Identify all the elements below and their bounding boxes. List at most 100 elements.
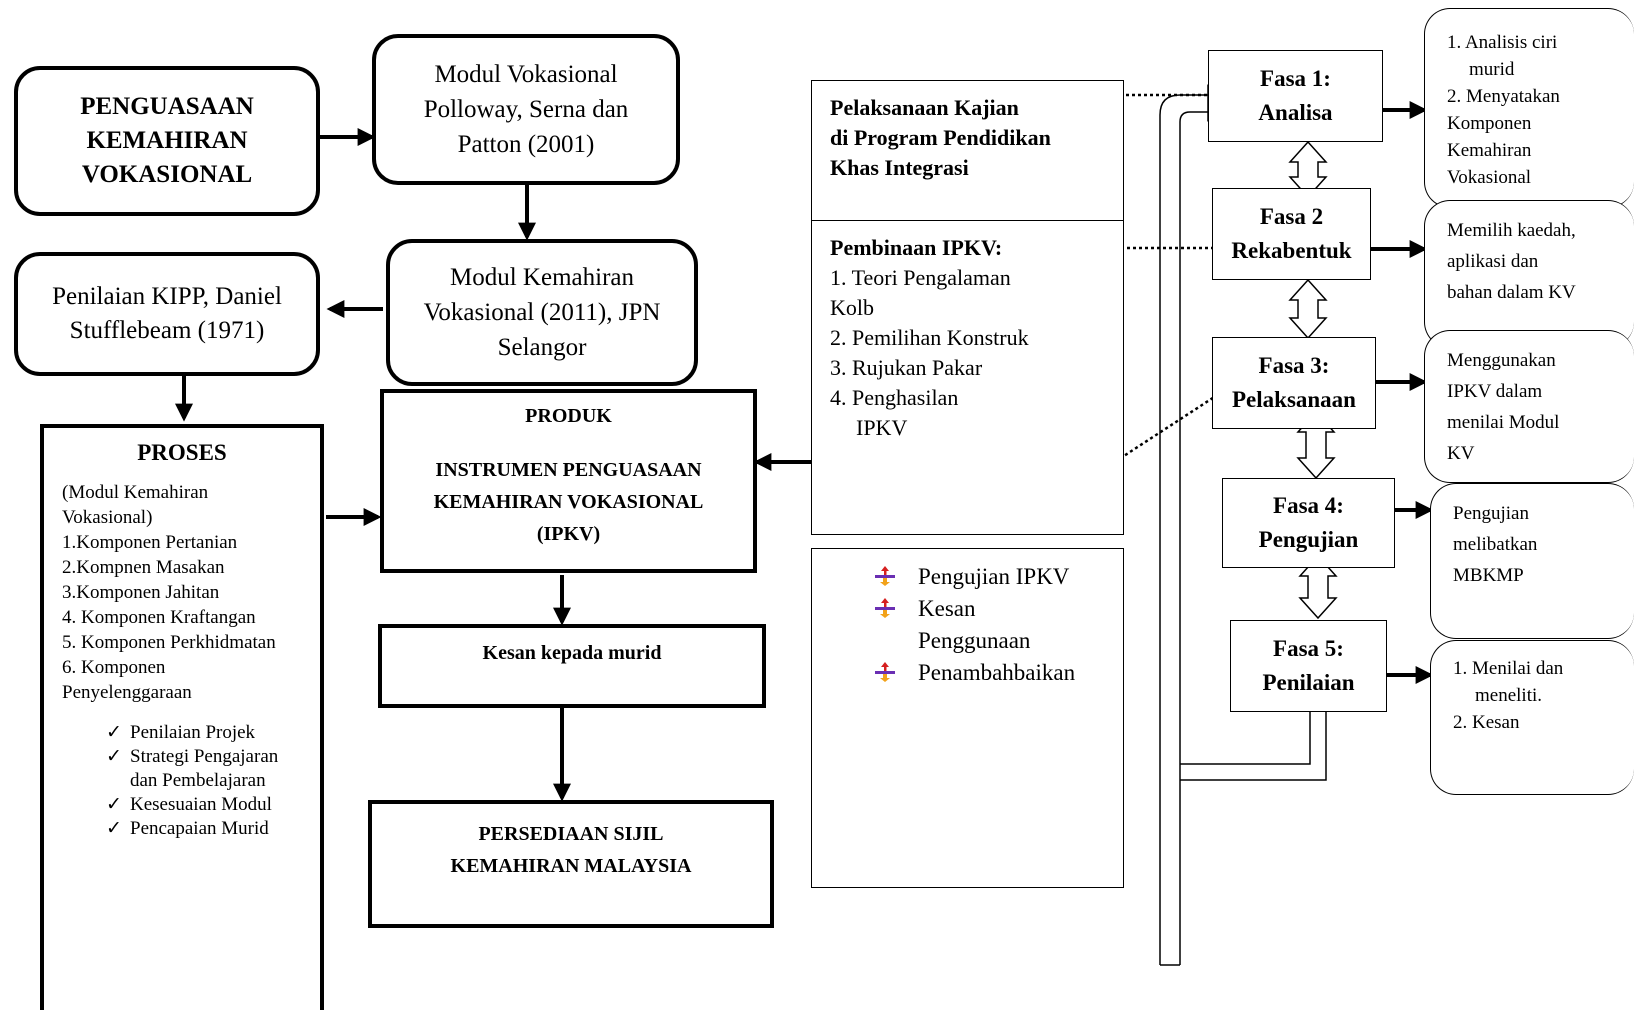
phase-note-line: meneliti.	[1475, 685, 1543, 706]
double-arrow-2-3	[1288, 278, 1328, 340]
phase-note-line: 1. Analisis ciri	[1447, 32, 1558, 53]
feedback-channel-outer	[1159, 94, 1208, 965]
penguasaan-box: PENGUASAAN KEMAHIRAN VOKASIONAL	[14, 66, 320, 216]
kipp-line1: Penilaian KIPP, Daniel	[52, 283, 282, 310]
phase-box: Fasa 1: Analisa	[1208, 50, 1383, 142]
check-mark-icon: ✓	[106, 818, 122, 839]
produk-line2: KEMAHIRAN VOKASIONAL	[433, 491, 704, 513]
check-mark-icon: ✓	[106, 746, 122, 767]
proses-check-item: ✓ Pencapaian Murid	[44, 817, 300, 841]
kemahiran-line3: Selangor	[497, 334, 587, 361]
sijil-line1: PERSEDIAAN SIJIL	[478, 823, 664, 845]
phase-sub: Pengujian	[1258, 527, 1359, 552]
phase-box: Fasa 2 Rekabentuk	[1212, 188, 1371, 280]
proses-check-label: Pencapaian Murid	[130, 818, 269, 839]
proses-item: Vokasional)	[62, 507, 153, 528]
phase-title: Fasa 2	[1259, 204, 1324, 229]
proses-checklist: ✓Penilaian Projek✓Strategi Pengajaran da…	[44, 721, 320, 841]
proses-check-label: Strategi Pengajaran dan Pembelajaran	[130, 746, 279, 791]
produk-line3: (IPKV)	[536, 523, 601, 545]
proses-check-label: Kesesuaian Modul	[130, 794, 272, 815]
pembinaan-item: 1. Teori Pengalaman	[830, 265, 1011, 290]
phase-sub: Pelaksanaan	[1232, 387, 1356, 412]
phase-note-line: Menggunakan	[1447, 350, 1556, 371]
pengujian-list-label: Penambahbaikan	[918, 660, 1076, 685]
check-mark-icon: ✓	[106, 794, 122, 815]
phase-box: Fasa 3: Pelaksanaan	[1212, 337, 1376, 429]
pembinaan-item: 4. Penghasilan	[830, 385, 959, 410]
cross-arrow-bullet-icon	[875, 662, 895, 682]
polloway-line3: Patton (2001)	[457, 131, 595, 158]
proses-item: 2.Kompnen Masakan	[62, 557, 225, 578]
produk-line1: INSTRUMEN PENGUASAAN	[435, 459, 702, 481]
phase-box: Fasa 5: Penilaian	[1230, 620, 1387, 712]
kemahiran-line1: Modul Kemahiran	[450, 264, 634, 291]
kipp-line2: Stufflebeam (1971)	[69, 317, 265, 344]
proses-item: Penyelenggaraan	[62, 682, 192, 703]
pelaksanaan-title-line: di Program Pendidikan	[830, 125, 1051, 150]
modul-kemahiran-box: Modul Kemahiran Vokasional (2011), JPN S…	[386, 239, 698, 386]
phase-note-line: Pengujian	[1453, 503, 1529, 524]
phase-sub: Rekabentuk	[1231, 238, 1352, 263]
phase-note-line: Vokasional	[1447, 167, 1532, 188]
phase-sub: Analisa	[1258, 100, 1333, 125]
sijil-line2: KEMAHIRAN MALAYSIA	[450, 855, 692, 877]
penilaian-kipp-box: Penilaian KIPP, Daniel Stufflebeam (1971…	[14, 252, 320, 376]
proses-item: 1.Komponen Pertanian	[62, 532, 238, 553]
kemahiran-line2: Vokasional (2011), JPN	[423, 299, 661, 326]
phase-sub: Penilaian	[1262, 670, 1355, 695]
kesan-label: Kesan kepada murid	[482, 642, 662, 664]
proses-item: 6. Komponen	[62, 657, 166, 678]
return-loop-outer	[1180, 712, 1327, 781]
proses-item: 3.Komponen Jahitan	[62, 582, 220, 603]
phase-title: Fasa 1:	[1260, 66, 1331, 91]
kesan-box: Kesan kepada murid	[378, 624, 766, 708]
cross-arrow-bullet-icon	[875, 566, 895, 586]
polloway-line1: Modul Vokasional	[434, 61, 618, 88]
check-mark-icon: ✓	[106, 722, 122, 743]
pengujian-list-label: Pengujian IPKV	[918, 564, 1070, 589]
phase-note-line: melibatkan	[1453, 534, 1538, 555]
proses-check-item: ✓ Strategi Pengajaran dan Pembelajaran	[44, 745, 300, 793]
pengujian-list-item: Kesan Penggunaan	[874, 593, 1084, 657]
dotted-link-fasa3	[1109, 388, 1226, 467]
phase-note-line: Memilih kaedah,	[1447, 220, 1576, 241]
pengujian-list-item: Penambahbaikan	[874, 657, 1084, 689]
phase-note-line: KV	[1447, 443, 1475, 464]
phase-note-line: Kemahiran	[1447, 140, 1532, 161]
produk-title: PRODUK	[525, 405, 612, 427]
phase-title: Fasa 5:	[1273, 636, 1344, 661]
pengujian-list-label: Kesan Penggunaan	[918, 596, 1031, 653]
penguasaan-title: PENGUASAAN KEMAHIRAN VOKASIONAL	[80, 93, 254, 188]
proses-item: (Modul Kemahiran	[62, 482, 209, 503]
proses-check-item: ✓Penilaian Projek	[44, 721, 300, 745]
pelaksanaan-title-line: Pelaksanaan Kajian	[830, 95, 1019, 120]
cross-arrow-bullet-icon	[875, 598, 895, 618]
phase-title: Fasa 3:	[1258, 353, 1330, 378]
pembinaan-item: IPKV	[856, 415, 908, 440]
modul-polloway-box: Modul Vokasional Polloway, Serna dan Pat…	[372, 34, 680, 185]
sijil-box: PERSEDIAAN SIJIL KEMAHIRAN MALAYSIA	[368, 800, 774, 928]
phase-note-line: 1. Menilai dan	[1453, 658, 1564, 679]
proses-title: PROSES	[137, 440, 227, 465]
phase-note-line: MBKMP	[1453, 565, 1524, 586]
phase-note-line: menilai Modul	[1447, 412, 1560, 433]
phase-note-line: bahan dalam KV	[1447, 282, 1576, 303]
feedback-channel-inner	[1179, 111, 1208, 965]
phase-note-line: Komponen	[1447, 113, 1532, 134]
pembinaan-title: Pembinaan IPKV:	[830, 235, 1003, 260]
pembinaan-item: 3. Rujukan Pakar	[830, 355, 983, 380]
polloway-line2: Polloway, Serna dan	[423, 96, 629, 123]
phase-note-line: IPKV dalam	[1447, 381, 1543, 402]
proses-item: 5. Komponen Perkhidmatan	[62, 632, 276, 653]
